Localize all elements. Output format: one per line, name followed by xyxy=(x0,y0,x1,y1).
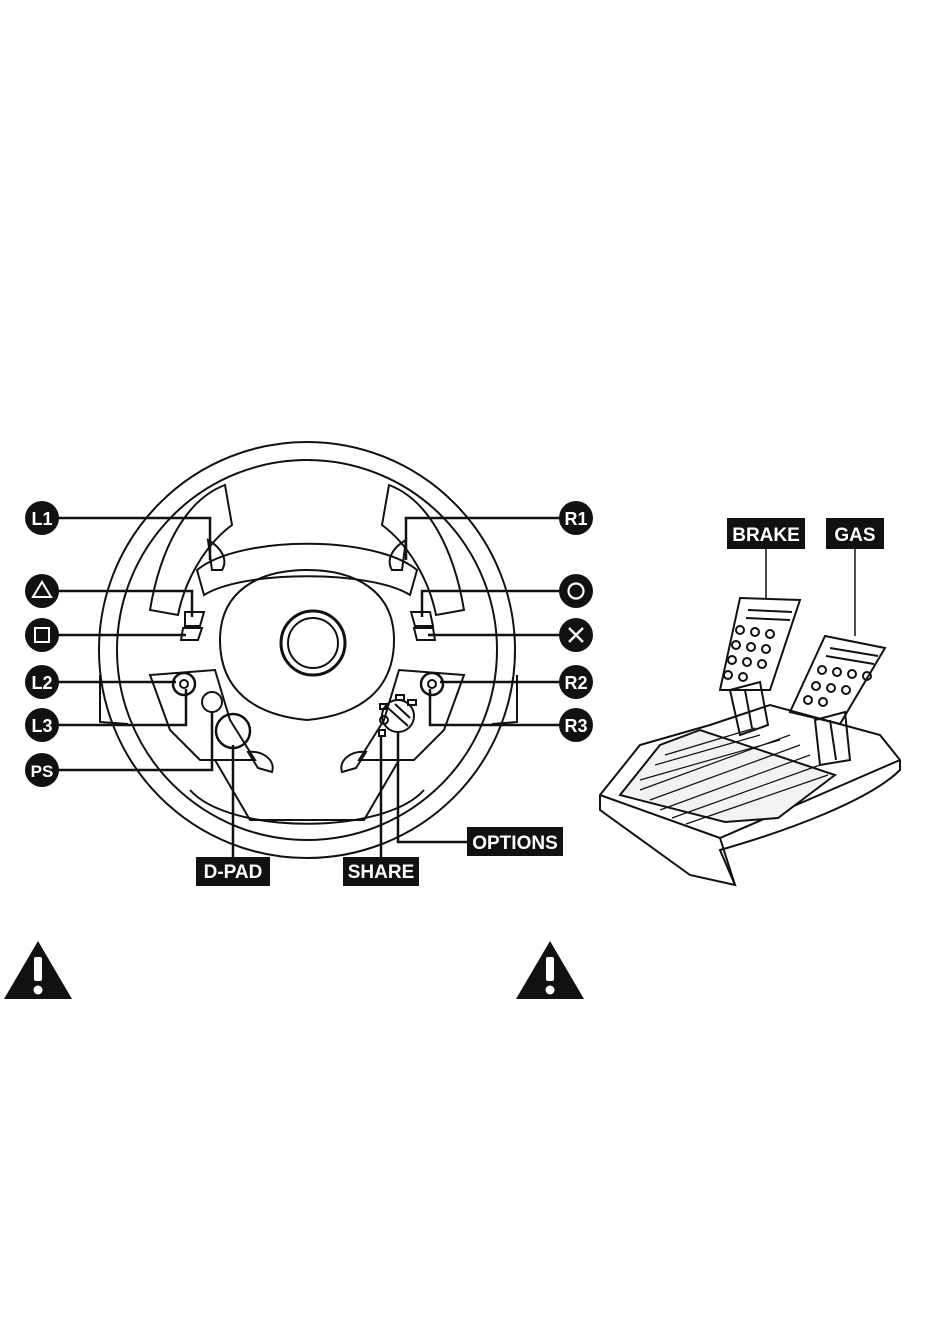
badge-l1: L1 xyxy=(25,501,59,535)
gas-holes xyxy=(804,666,871,706)
svg-text:R3: R3 xyxy=(564,716,587,736)
label-share: SHARE xyxy=(343,857,419,886)
svg-text:SHARE: SHARE xyxy=(348,862,415,883)
svg-text:D-PAD: D-PAD xyxy=(204,862,263,883)
svg-text:PS: PS xyxy=(31,762,54,781)
steering-wheel xyxy=(99,442,517,858)
badge-l2: L2 xyxy=(25,665,59,699)
label-options: OPTIONS xyxy=(467,827,563,856)
svg-text:L1: L1 xyxy=(31,509,52,529)
badge-l3: L3 xyxy=(25,708,59,742)
label-brake: BRAKE xyxy=(727,518,805,549)
label-dpad: D-PAD xyxy=(196,857,270,886)
svg-text:L3: L3 xyxy=(31,716,52,736)
svg-text:BRAKE: BRAKE xyxy=(732,525,800,546)
badge-circle xyxy=(559,574,593,608)
warning-icon xyxy=(4,941,72,999)
badge-ps: PS xyxy=(25,753,59,787)
badge-r3: R3 xyxy=(559,708,593,742)
svg-text:OPTIONS: OPTIONS xyxy=(472,833,558,854)
svg-text:L2: L2 xyxy=(31,673,52,693)
svg-text:R2: R2 xyxy=(564,673,587,693)
badge-cross xyxy=(559,618,593,652)
leader-lines xyxy=(58,518,560,858)
badge-r1: R1 xyxy=(559,501,593,535)
pedal-set xyxy=(600,549,900,885)
badge-r2: R2 xyxy=(559,665,593,699)
svg-text:R1: R1 xyxy=(564,509,587,529)
badge-square xyxy=(25,618,59,652)
badge-triangle xyxy=(25,574,59,608)
warning-icon xyxy=(516,941,584,999)
label-gas: GAS xyxy=(826,518,884,549)
svg-text:GAS: GAS xyxy=(834,525,875,546)
